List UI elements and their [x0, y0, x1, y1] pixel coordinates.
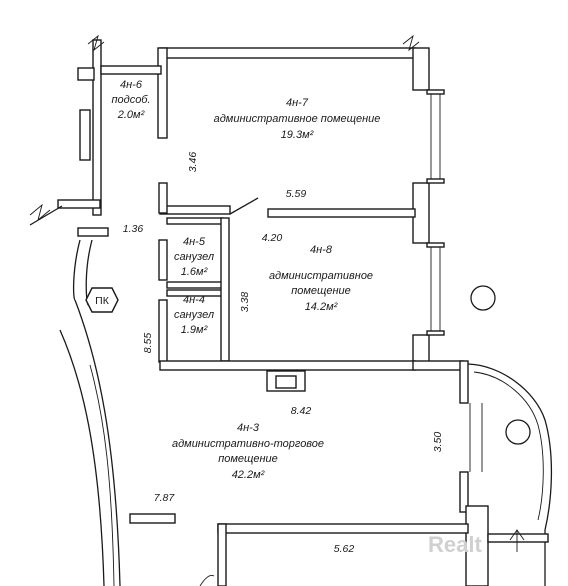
balcony: [467, 363, 553, 586]
room-4n3-type: административно-торговое: [172, 438, 324, 450]
room-4n4-id: 4н-4: [183, 294, 205, 306]
dim-7-87: 7.87: [154, 492, 176, 504]
balcony-circle-upper: [470, 285, 496, 311]
break-lines: [29, 34, 420, 222]
watermark: Realt: [428, 532, 482, 557]
dim-8-42: 8.42: [291, 405, 312, 417]
dim-1-36: 1.36: [123, 223, 144, 235]
room-4n4-type: санузел: [174, 309, 214, 321]
pk-label: ПК: [95, 295, 110, 307]
room-4n5-type: санузел: [174, 251, 214, 263]
door-arc: [199, 575, 215, 586]
room-4n8-id: 4н-8: [310, 244, 333, 256]
room-4n8-type: административное: [269, 270, 373, 282]
balcony-circle-lower: [505, 419, 531, 445]
room-4n4-area: 1.9м²: [181, 324, 208, 336]
dim-3-50: 3.50: [432, 432, 444, 453]
room-4n5-area: 1.6м²: [181, 266, 208, 278]
room-4n8-area: 14.2м²: [305, 301, 338, 313]
dim-3-38: 3.38: [239, 292, 251, 313]
dim-3-46: 3.46: [187, 152, 199, 173]
room-4n3-type2: помещение: [218, 453, 278, 465]
dim-5-59: 5.59: [286, 188, 307, 200]
room-4n7-type: административное помещение: [214, 113, 381, 125]
room-4n3-id: 4н-3: [237, 422, 260, 434]
room-4n6-id: 4н-6: [120, 79, 143, 91]
walls: [29, 39, 489, 586]
room-4n7-area: 19.3м²: [281, 129, 314, 141]
room-4n6-type: подсоб.: [111, 94, 150, 106]
dim-8-55: 8.55: [142, 333, 154, 354]
dim-5-62: 5.62: [334, 543, 355, 555]
pk-marker: ПК: [85, 287, 119, 313]
room-4n3-area: 42.2м²: [232, 469, 265, 481]
room-4n6-area: 2.0м²: [117, 109, 145, 121]
room-4n8-type2: помещение: [291, 285, 351, 297]
room-4n5-id: 4н-5: [183, 236, 206, 248]
dim-4-20: 4.20: [262, 232, 283, 244]
room-4n7-id: 4н-7: [286, 97, 309, 109]
